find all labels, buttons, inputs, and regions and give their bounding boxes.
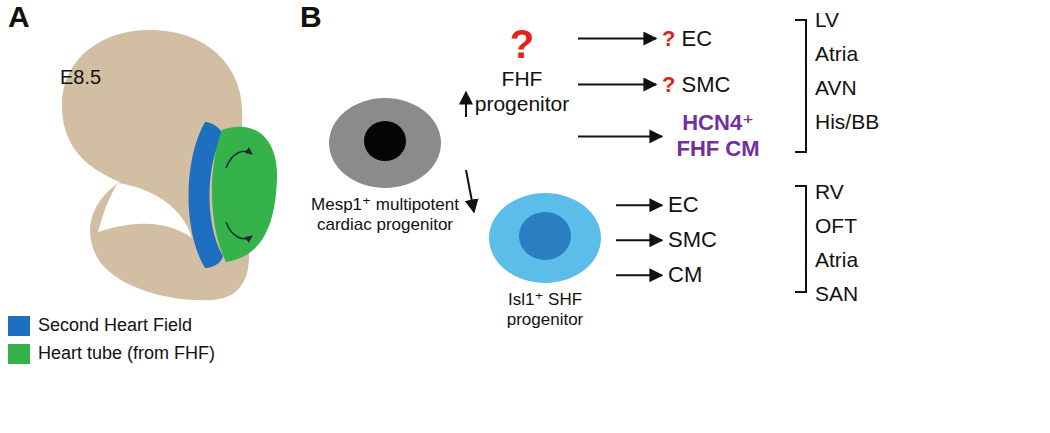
cell-body: [329, 98, 441, 188]
progenitor-cell: Isl1⁺ SHF progenitor: [480, 190, 610, 331]
node-text: Isl1⁺ SHF progenitor: [480, 290, 610, 331]
region-label: RV: [815, 180, 844, 204]
region-label: SAN: [815, 282, 858, 306]
cell-body: [489, 193, 601, 283]
cell-type: ?EC: [662, 26, 712, 52]
lineage-arrow: [578, 38, 656, 40]
legend-text: Heart tube (from FHF): [38, 343, 215, 364]
heart-tube: [212, 127, 277, 262]
unknown-mark: ?: [662, 26, 675, 51]
panel-letter: A: [8, 0, 30, 34]
node-text: HCN4⁺ FHF CM: [668, 110, 768, 163]
stage-label: E8.5: [60, 66, 101, 89]
cell-nucleus: [364, 121, 406, 161]
cell-type: CM: [668, 262, 702, 288]
lineage-arrow: [616, 274, 662, 276]
region-label: LV: [815, 8, 839, 32]
cell-type: ?SMC: [662, 72, 730, 98]
cell-shape: [306, 95, 464, 191]
node-text: CM: [668, 262, 702, 288]
region-label: Atria: [815, 42, 858, 66]
unknown-mark: ?: [472, 22, 572, 66]
legend-swatch: [8, 316, 30, 336]
embryo-notch: [98, 183, 192, 238]
node-text: FHF progenitor: [472, 66, 572, 116]
cell-type: SMC: [668, 227, 717, 253]
legend-swatch: [8, 344, 30, 364]
lineage-arrow: [616, 239, 662, 241]
lineage-arrow: [578, 135, 662, 137]
lineage-arrow: [616, 204, 662, 206]
lineage-arrow: [465, 92, 467, 117]
legend-text: Second Heart Field: [38, 315, 192, 336]
node-text: EC: [668, 192, 699, 218]
node-text: Mesp1⁺ multipotent cardiac progenitor: [306, 195, 464, 236]
region-label: OFT: [815, 214, 857, 238]
unknown-mark: ?: [662, 72, 675, 97]
migration-arrow: [226, 151, 252, 168]
migration-arrow: [226, 222, 252, 239]
cell-type: HCN4⁺ FHF CM: [668, 110, 768, 163]
region-label: His/BB: [815, 110, 879, 134]
region-label: AVN: [815, 76, 857, 100]
cell-type: EC: [668, 192, 699, 218]
cell-shape: [480, 190, 610, 286]
bracket: [795, 20, 806, 152]
panel-letter: B: [300, 0, 322, 34]
region-label: Atria: [815, 248, 858, 272]
lineage-arrow: [466, 170, 474, 212]
lineage-arrow: [578, 84, 656, 86]
node-text: SMC: [668, 227, 717, 253]
cell-nucleus: [519, 212, 571, 260]
bracket: [795, 186, 806, 292]
progenitor-cell: Mesp1⁺ multipotent cardiac progenitor: [306, 95, 464, 236]
node-text: EC: [681, 26, 712, 51]
progenitor-label: ?FHF progenitor: [472, 22, 572, 116]
node-text: SMC: [681, 72, 730, 97]
